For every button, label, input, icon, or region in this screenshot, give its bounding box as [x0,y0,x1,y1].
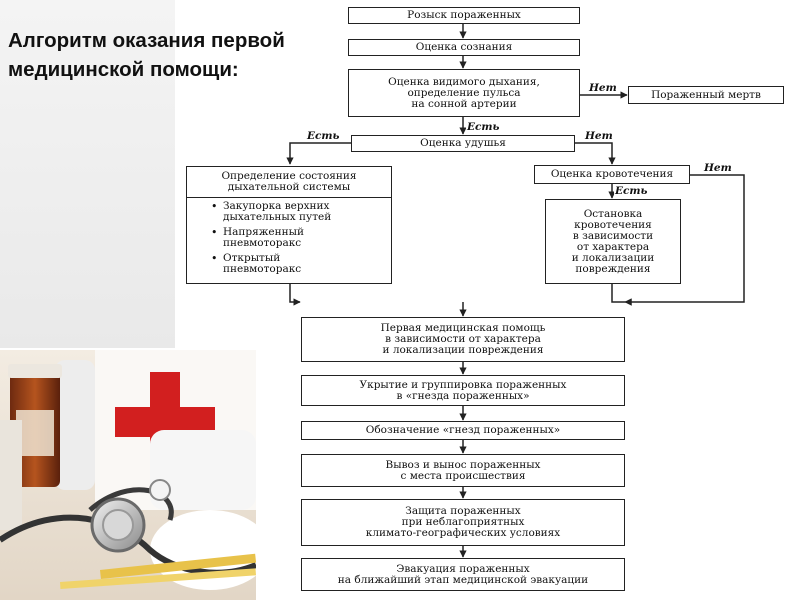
box-evacuation: Эвакуация пораженных на ближайший этап м… [301,558,625,591]
box-victim-dead: Пораженный мертв [628,86,784,104]
box-protection: Защита пораженных при неблагоприятных кл… [301,499,625,546]
label-no-dead: Нет [588,82,618,94]
first-aid-kit-illustration [0,350,256,600]
box-suffocation-check: Оценка удушья [351,135,575,152]
box-removal-transport: Вывоз и вынос пораженных с места происше… [301,454,625,487]
page-title: Алгоритм оказания первой медицинской пом… [8,29,285,81]
box-marking-nests: Обозначение «гнезд пораженных» [301,421,625,440]
arrow-suffocation-to-bleeding [575,142,616,165]
box-respiratory-assessment: Определение состояния дыхательной систем… [186,166,392,284]
respiratory-conditions-list: Закупорка верхних дыхательных путей Напр… [187,201,391,275]
list-item: Закупорка верхних дыхательных путей [211,201,391,223]
first-aid-kit-photo [0,350,256,600]
box-breathing-pulse-check: Оценка видимого дыхания, определение пул… [348,69,580,117]
box-search-victims: Розыск пораженных [348,7,580,24]
arrow-suffocation-to-respiratory [286,142,351,165]
arrow-respiratory-to-first-aid [289,284,301,306]
box-first-aid: Первая медицинская помощь в зависимости … [301,317,625,362]
red-cross-icon [115,372,215,472]
label-no-bleeding: Нет [703,162,733,174]
label-yes-bleeding: Есть [614,185,649,197]
box-bleeding-check: Оценка кровотечения [534,165,690,184]
list-item: Открытый пневмоторакс [211,253,391,275]
label-no-suffocation: Нет [584,130,614,142]
title-panel [0,0,175,348]
respiratory-header: Определение состояния дыхательной систем… [187,167,391,198]
box-shelter-grouping: Укрытие и группировка пораженных в «гнез… [301,375,625,406]
label-yes-breathing: Есть [466,121,501,133]
list-item: Напряженный пневмоторакс [211,227,391,249]
box-stop-bleeding: Остановка кровотечения в зависимости от … [545,199,681,284]
box-consciousness-check: Оценка сознания [348,39,580,56]
arrow-bleeding-no-to-first-aid [624,174,745,306]
line-stop-to-first-aid [611,284,625,303]
label-yes-suffocation: Есть [306,130,341,142]
